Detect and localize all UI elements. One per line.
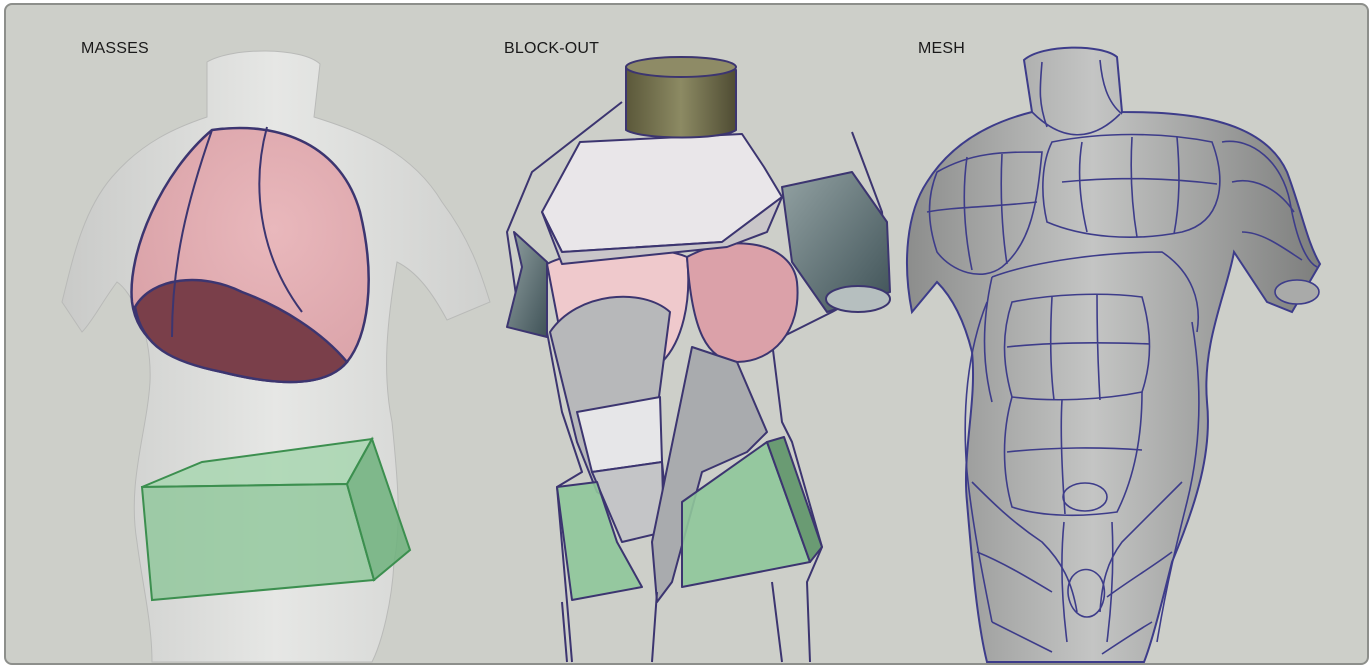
masses-figure <box>62 51 490 662</box>
left-arm-block <box>507 232 547 337</box>
neck-cylinder-top <box>626 57 736 77</box>
mesh-torso-surface <box>907 48 1320 662</box>
right-arm-end <box>826 286 890 312</box>
mesh-arm-end <box>1275 280 1319 304</box>
ribcage-block-right <box>687 243 798 362</box>
mesh-figure <box>907 48 1320 662</box>
pelvis-box-front <box>142 484 374 600</box>
illustration-frame: MASSES BLOCK-OUT MESH <box>4 3 1369 665</box>
anatomy-illustration <box>6 5 1367 663</box>
block-out-figure <box>507 57 890 662</box>
